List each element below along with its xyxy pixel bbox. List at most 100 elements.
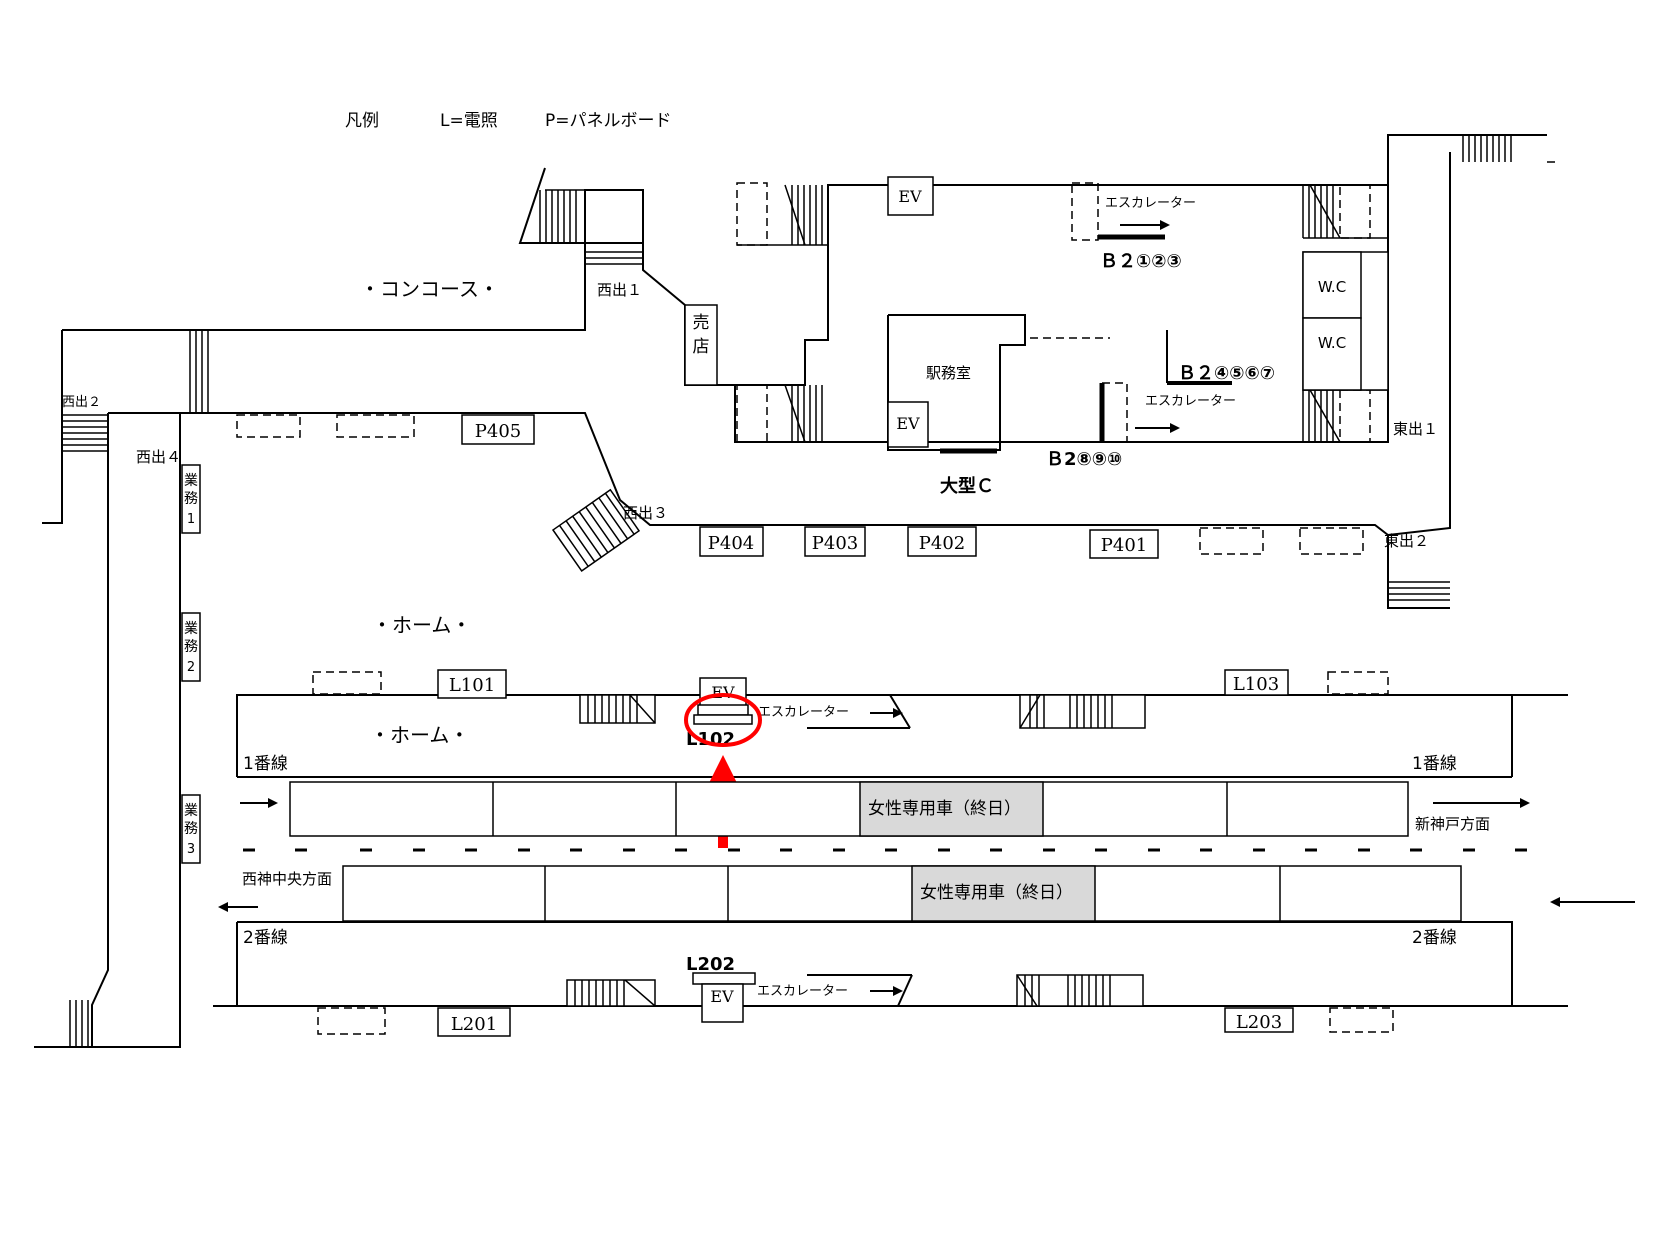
legend-panel: P=パネルボード [545,111,672,131]
ev-top [887,176,934,216]
svg-text:P403: P403 [812,533,858,554]
station-office-label: 駅務室 [926,364,971,382]
light-l103: L103 [1224,669,1289,696]
stairs-platform2-left [566,979,656,1007]
home-label-upper: ・ホーム・ [372,613,471,637]
escalator-platform2 [807,974,913,1007]
light-l201: L201 [437,1007,511,1037]
ev-office-label: EV [896,414,920,433]
svg-text:L203: L203 [1236,1012,1282,1033]
escalator-label-platform2: エスカレーター [757,984,848,999]
gyomu-2: 業務 2 [181,612,201,682]
track2-label-left: 2番線 [243,928,288,948]
svg-text:務: 務 [184,821,198,837]
ev-platform2-label: EV [710,987,734,1006]
exit-west2: 西出２ [62,395,101,410]
stairs-west4 [189,330,209,413]
train-track1 [289,781,1409,837]
exit-east2: 東出２ [1384,532,1429,550]
svg-text:P402: P402 [919,533,965,554]
svg-text:L201: L201 [451,1014,497,1035]
svg-text:業: 業 [184,621,198,637]
escalator-label-platform1: エスカレーター [758,705,849,720]
direction-west: 西神中央方面 [242,870,332,888]
panel-p401: P401 [1089,529,1159,559]
exit-east1: 東出１ [1393,420,1438,438]
home-label-lower: ・ホーム・ [370,723,469,747]
exit-b2-4567: Ｂ２④⑤⑥⑦ [1178,363,1275,384]
track1-label-left: 1番線 [243,754,288,774]
stairs-west2 [62,414,108,452]
direction-east: 新神戸方面 [1415,815,1490,833]
stairs-concourse-top [736,182,828,246]
women-car-2: 女性専用車（終日） [920,883,1073,903]
svg-text:P405: P405 [475,421,521,442]
exit-west3: 西出３ [623,504,668,522]
exit-west4: 西出４ [136,448,181,466]
track1-label-right: 1番線 [1412,754,1457,774]
light-l202-fixture [692,972,756,985]
ev-office [887,401,929,448]
escalator-label-concourse-east: エスカレーター [1145,394,1236,409]
light-l102-fixture [697,704,749,716]
svg-text:務: 務 [184,491,198,507]
stairs-west1 [518,167,643,265]
svg-text:3: 3 [187,842,195,857]
arrow-track2-right [1550,897,1635,907]
svg-text:2: 2 [187,660,195,675]
escalator-platform1 [807,694,911,729]
svg-text:務: 務 [184,639,198,655]
escalator-label-concourse-top: エスカレーター [1105,196,1196,211]
platform2-outline [237,921,1513,1006]
stairs-east-top [1302,184,1388,239]
station-office [887,314,1026,451]
light-l101: L101 [437,669,507,699]
arrow-track1-right [1433,798,1530,808]
light-l203: L203 [1224,1007,1294,1033]
arrow-track2-left [218,902,258,912]
exit-b2-8910: Ｂ2⑧⑨⑩ [1046,449,1122,470]
exit-west1: 西出１ [597,281,642,299]
svg-text:P404: P404 [708,533,754,554]
stairs-concourse-bottom [736,384,823,443]
panel-p402: P402 [907,526,977,557]
light-l202: L202 [686,954,735,975]
arrow-track1-left [240,798,278,808]
stairs-east-bottom [1302,389,1388,443]
legend-title: 凡例 [345,111,379,131]
svg-text:業: 業 [184,803,198,819]
concourse-label: ・コンコース・ [360,277,499,301]
stairs-east-topright [1462,135,1555,163]
track2-label-right: 2番線 [1412,928,1457,948]
gyomu-3: 業務 3 [181,794,201,864]
stairs-bottom-left [69,1000,89,1047]
svg-text:1: 1 [187,512,195,527]
svg-text:P401: P401 [1101,535,1147,556]
kiosk-label-1: 売 [693,313,710,333]
wc-label-2: W.C [1318,334,1346,352]
kiosk-label-2: 店 [693,337,710,357]
stairs-platform2-right [1016,974,1144,1007]
stairs-platform1-right [1019,694,1146,729]
stairs-east2 [1387,535,1450,609]
women-car-1: 女性専用車（終日） [868,799,1021,819]
gyomu-1: 業務1 [181,464,201,534]
exit-b2-123: Ｂ２①②③ [1100,251,1182,272]
large-c-label: 大型Ｃ [940,475,994,497]
svg-text:L101: L101 [449,675,495,696]
legend-light: L=電照 [440,111,498,131]
stairs-platform1-left [579,694,656,724]
ev-top-label: EV [898,187,922,206]
panel-p403: P403 [804,526,866,557]
train-track2 [342,865,1462,922]
ev-platform2 [701,983,744,1023]
stairs-west3 [551,488,641,573]
panel-p405: P405 [461,414,535,445]
highlight-circle [684,693,762,747]
ev-platform1-label: EV [711,683,735,702]
panel-p404: P404 [699,526,764,557]
escalator-concourse-top [1071,182,1170,241]
svg-text:L103: L103 [1233,674,1279,695]
wc-label-1: W.C [1318,278,1346,296]
